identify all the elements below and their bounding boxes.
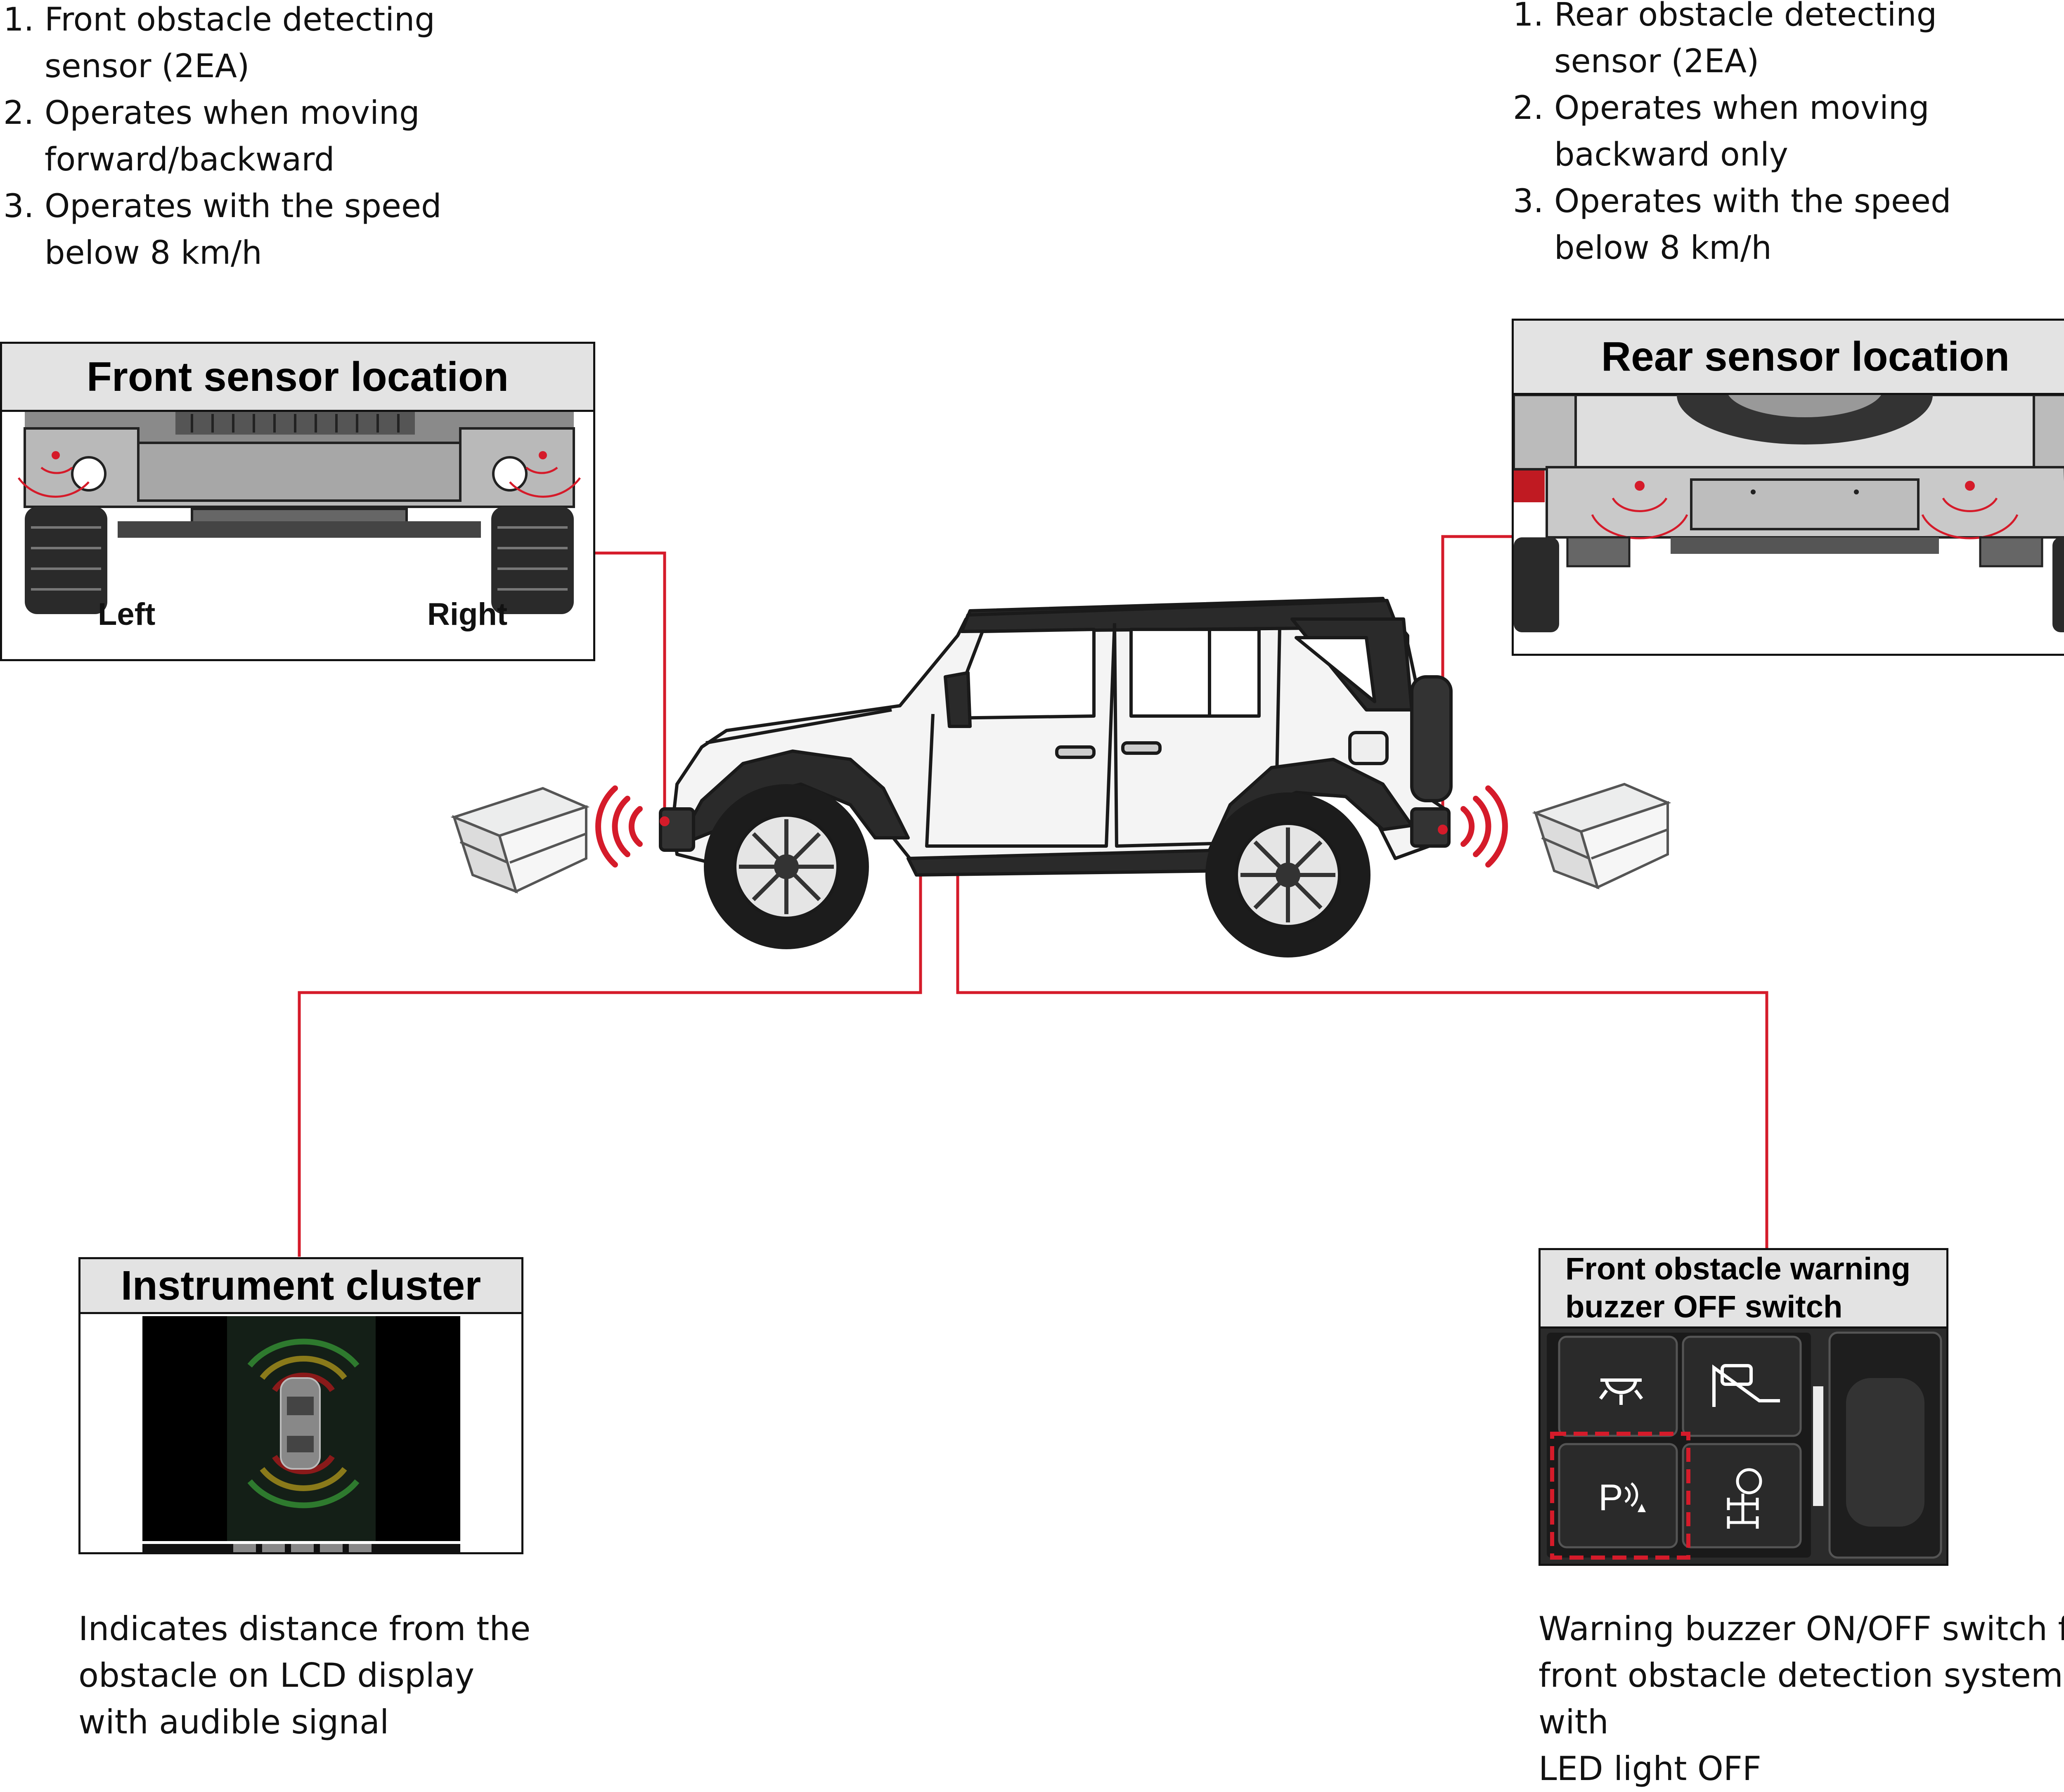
parking-sensor-icon: P	[1598, 1477, 1646, 1518]
front-sensor-panel: Front sensor location	[0, 342, 595, 661]
rear-sensor-point	[1438, 825, 1448, 835]
instrument-cluster-panel: Instrument cluster	[78, 1257, 523, 1554]
svg-text:P: P	[1598, 1477, 1623, 1518]
rear-wheel	[1205, 792, 1370, 957]
front-sensor-connector	[592, 551, 666, 821]
cluster-caption: Indicates distance from the obstacle on …	[78, 1610, 531, 1741]
left-label: Left	[98, 597, 156, 632]
obstacle-box-icon	[1532, 783, 1671, 889]
4wd-icon	[1727, 1468, 1762, 1529]
panel-title: Instrument cluster	[80, 1259, 521, 1314]
hill-descent-icon	[1712, 1364, 1780, 1407]
cluster-display	[142, 1316, 460, 1552]
diagram-graphics	[298, 535, 1768, 1257]
panel-title: Rear sensor location	[1514, 321, 2064, 395]
dome-light-icon	[1599, 1378, 1643, 1405]
sensor-wave-icon	[595, 785, 643, 868]
rear-bumper-illustration	[1514, 395, 2064, 654]
buzzer-switch-panel: Front obstacle warning buzzer OFF switch…	[1539, 1248, 1948, 1566]
panel-title: Front obstacle warning buzzer OFF switch	[1541, 1250, 1946, 1329]
panel-title: Front sensor location	[2, 344, 593, 412]
buzzer-switch-highlight	[1550, 1432, 1690, 1560]
front-bumper-illustration	[2, 412, 593, 659]
rear-sensor-panel: Rear sensor location	[1512, 319, 2064, 656]
right-label: Right	[427, 597, 508, 632]
front-sensor-point	[660, 816, 670, 826]
obstacle-box-icon	[450, 787, 590, 894]
front-wheel	[704, 784, 869, 949]
rear-sensor-connector	[1441, 535, 1515, 830]
switch-cluster: P	[1541, 1329, 1946, 1564]
switch-caption: Warning buzzer ON/OFF switch for front o…	[1539, 1610, 2064, 1788]
sensor-wave-icon	[1460, 785, 1508, 868]
